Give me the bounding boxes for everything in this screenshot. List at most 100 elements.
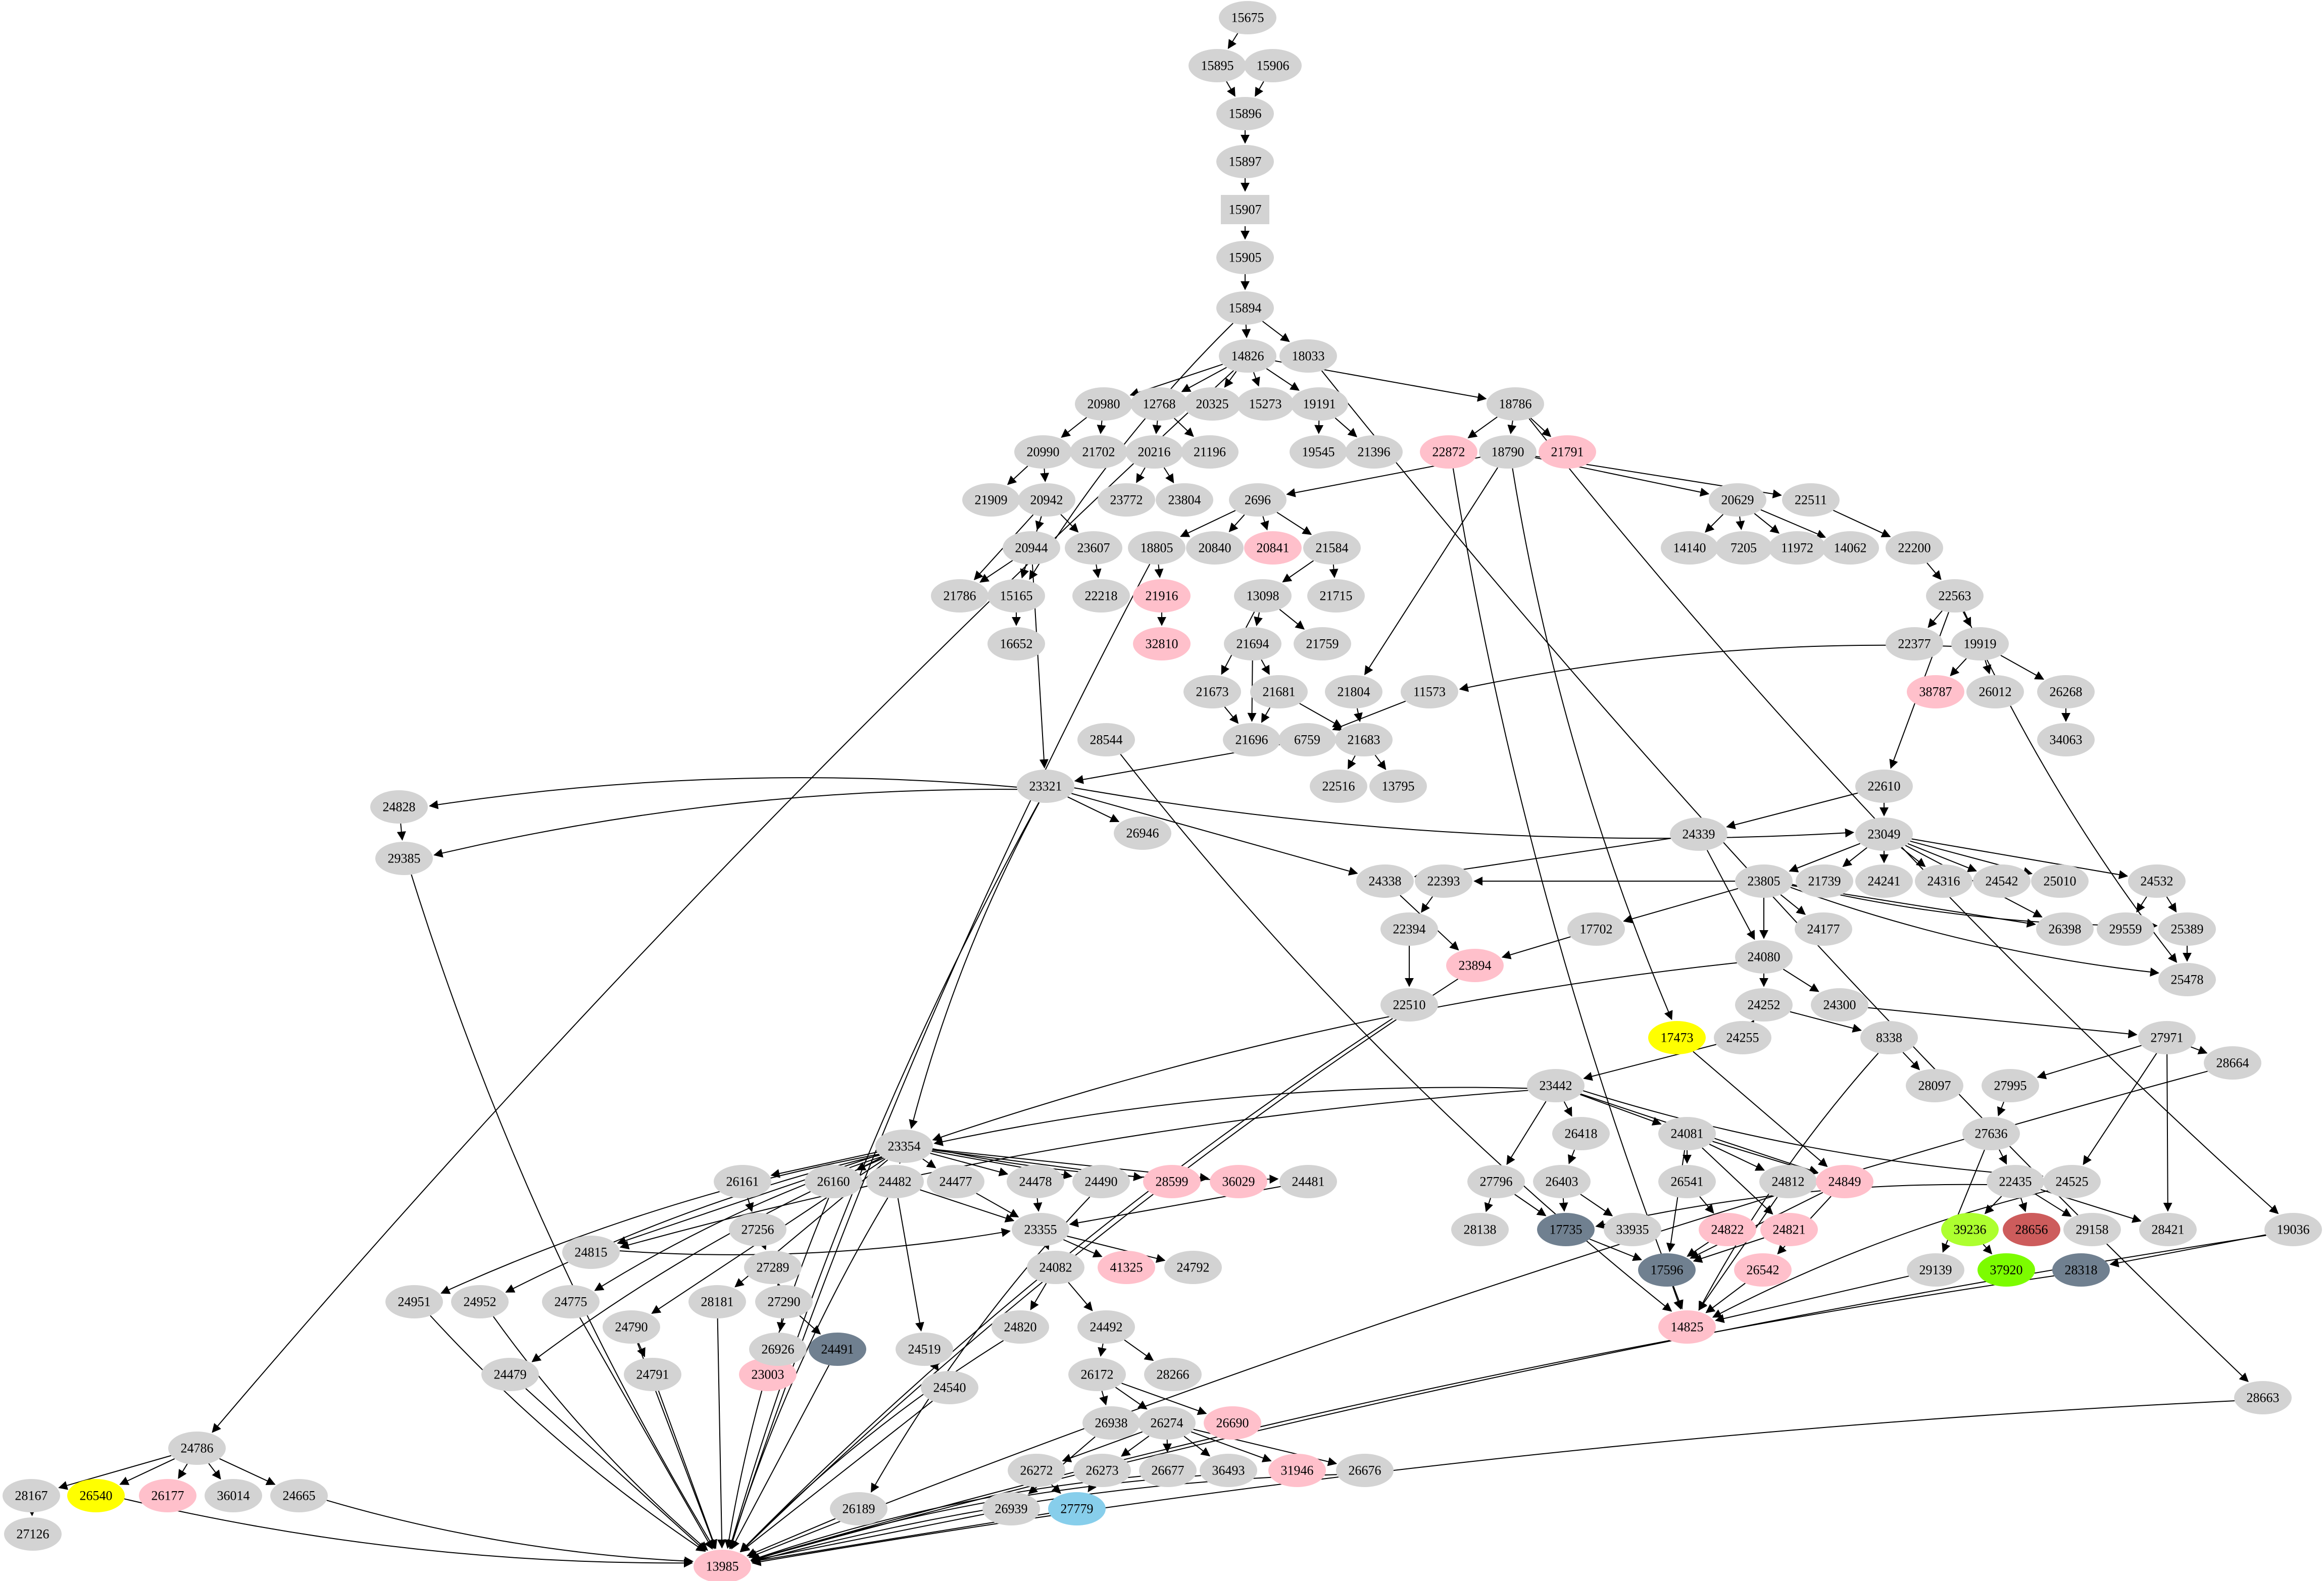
ellipse-node-shape	[1886, 627, 1943, 660]
node-label: 22511	[1795, 493, 1827, 507]
node-label: 27779	[1061, 1502, 1094, 1516]
graph-edge-24786-26540	[119, 1458, 175, 1485]
graph-node-18786: 18786	[1487, 387, 1544, 421]
node-label: 18805	[1141, 541, 1173, 555]
graph-edge-24492-28266	[1124, 1339, 1154, 1361]
graph-edge-27995-27636	[1997, 1101, 2006, 1116]
node-label: 24478	[1019, 1175, 1052, 1189]
graph-node-24255: 24255	[1714, 1021, 1771, 1054]
graph-node-26690: 26690	[1204, 1406, 1261, 1440]
node-label: 27126	[17, 1527, 50, 1542]
ellipse-node-shape	[1658, 1117, 1716, 1150]
node-label: 26542	[1747, 1263, 1779, 1278]
ellipse-node-shape	[1012, 1213, 1069, 1246]
node-label: 15897	[1229, 155, 1262, 169]
ellipse-node-shape	[1244, 49, 1302, 82]
graph-edge-12768-20216	[1152, 420, 1162, 434]
graph-edge-23355-24792	[1067, 1236, 1166, 1263]
ellipse-node-shape	[1164, 1251, 1222, 1284]
ellipse-node-shape	[1065, 531, 1122, 565]
node-label: 26398	[2049, 922, 2082, 937]
node-label: 17596	[1651, 1263, 1684, 1278]
graph-node-21673: 21673	[1183, 675, 1241, 708]
node-label: 29158	[2076, 1222, 2109, 1237]
graph-node-24951: 24951	[385, 1285, 443, 1318]
graph-edge-26273-27779	[1087, 1482, 1097, 1493]
ellipse-node-shape	[1369, 770, 1427, 803]
graph-node-29559: 29559	[2097, 912, 2154, 946]
ellipse-node-shape	[1467, 1165, 1525, 1198]
graph-edge-24339-24080	[1706, 850, 1755, 940]
ellipse-node-shape	[1446, 949, 1504, 982]
graph-node-28599: 28599	[1143, 1165, 1201, 1198]
ellipse-node-shape	[1735, 988, 1793, 1022]
node-label: 22516	[1322, 779, 1355, 794]
graph-edge-23442-26418	[1563, 1101, 1572, 1117]
graph-node-21909: 21909	[962, 483, 1020, 517]
node-label: 24812	[1772, 1175, 1805, 1189]
ellipse-node-shape	[1638, 1253, 1696, 1287]
node-label: 15896	[1229, 107, 1262, 121]
graph-edge-26540-13985	[124, 1498, 693, 1568]
graph-node-24665: 24665	[270, 1479, 328, 1512]
node-label: 27636	[1975, 1127, 2008, 1141]
graph-edge-22435-28656	[2018, 1198, 2028, 1212]
node-label: 26418	[1565, 1127, 1598, 1141]
node-label: 23805	[1748, 874, 1781, 889]
graph-node-24481: 24481	[1279, 1165, 1337, 1198]
graph-edge-24540-13985	[740, 1400, 933, 1553]
node-label: 24255	[1726, 1031, 1759, 1045]
ellipse-node-shape	[1966, 675, 2024, 708]
node-label: 2696	[1245, 493, 1271, 507]
ellipse-node-shape	[168, 1432, 226, 1465]
graph-edge-27971-27995	[2037, 1045, 2142, 1080]
ellipse-node-shape	[2043, 1165, 2101, 1198]
graph-edge-28318-13985	[750, 1275, 2054, 1562]
graph-node-20216: 20216	[1125, 435, 1183, 469]
graph-edge-24482-24519	[897, 1198, 924, 1332]
graph-node-24082: 24082	[1027, 1251, 1084, 1284]
graph-edge-22872-14825	[1452, 468, 1684, 1310]
graph-node-21804: 21804	[1325, 675, 1382, 708]
graph-node-21759: 21759	[1294, 627, 1351, 660]
graph-node-16652: 16652	[987, 627, 1045, 660]
ellipse-node-shape	[1216, 145, 1274, 178]
graph-node-36493: 36493	[1200, 1454, 1257, 1487]
ellipse-node-shape	[688, 1285, 746, 1318]
ellipse-node-shape	[1926, 579, 1984, 613]
node-label: 27256	[741, 1222, 774, 1237]
graph-edge-26172-26690	[1121, 1383, 1207, 1415]
ellipse-node-shape	[1735, 940, 1793, 974]
graph-edge-24786-28167	[58, 1455, 172, 1490]
graph-edge-24478-23355	[1033, 1198, 1043, 1212]
graph-edge-21694-21681	[1261, 659, 1270, 675]
ellipse-node-shape	[739, 1358, 797, 1391]
graph-edge-39236-37920	[1983, 1244, 1993, 1255]
graph-node-24482: 24482	[866, 1165, 924, 1198]
ellipse-node-shape	[866, 1165, 924, 1198]
graph-edge-20629-14140	[1705, 514, 1724, 533]
graph-edge-18790-21804	[1364, 467, 1498, 676]
ellipse-node-shape	[1915, 864, 1972, 898]
ellipse-node-shape	[205, 1479, 262, 1512]
graph-node-24812: 24812	[1759, 1165, 1817, 1198]
edge-layer	[27, 33, 2279, 1568]
node-label: 19919	[1964, 637, 1997, 651]
graph-node-23355: 23355	[1012, 1213, 1069, 1246]
ellipse-node-shape	[1128, 531, 1185, 565]
graph-edge-18786-22872	[1467, 416, 1498, 439]
graph-edge-23354-26161	[770, 1151, 877, 1178]
graph-node-23049: 23049	[1855, 818, 1913, 851]
node-label: 23354	[888, 1139, 921, 1154]
graph-node-20841: 20841	[1244, 531, 1302, 565]
node-label: 26012	[1979, 685, 2012, 699]
ellipse-node-shape	[481, 1358, 539, 1391]
graph-node-15675: 15675	[1219, 1, 1276, 34]
node-label: 23003	[752, 1367, 784, 1382]
graph-node-22393: 22393	[1415, 864, 1472, 898]
ellipse-node-shape	[2128, 864, 2186, 898]
node-label: 24786	[181, 1441, 214, 1456]
graph-node-21683: 21683	[1335, 723, 1393, 756]
node-label: 38787	[1919, 685, 1952, 699]
node-label: 28097	[1918, 1079, 1951, 1093]
